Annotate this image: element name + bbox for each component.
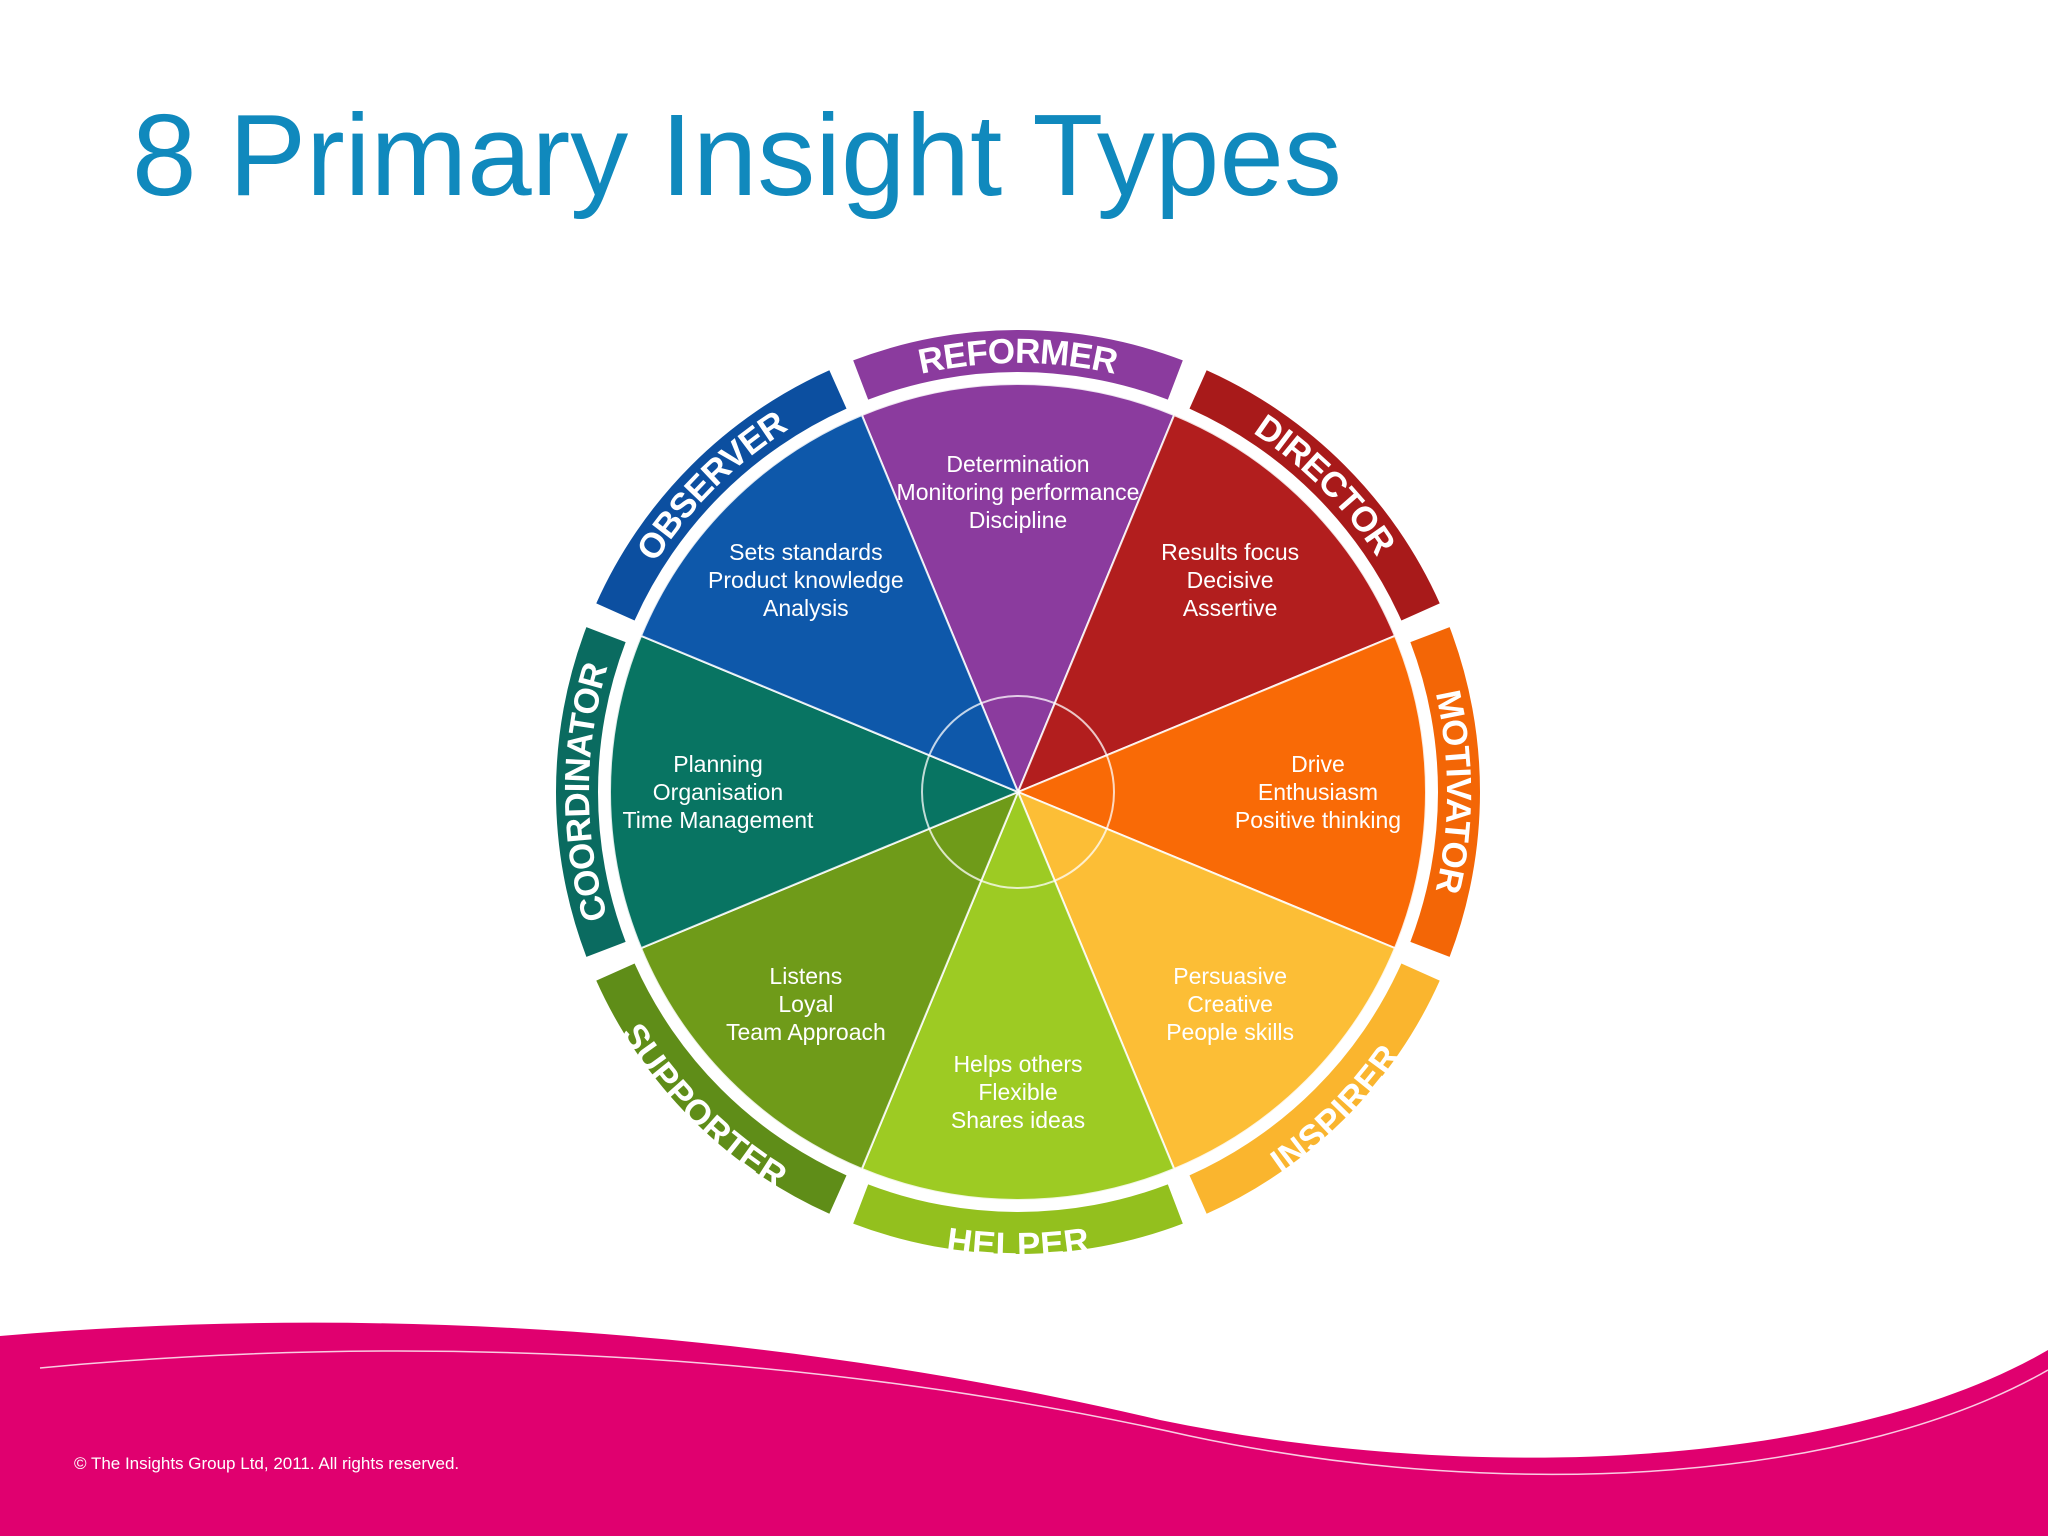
wedge-inspirer	[1016, 790, 1397, 1171]
trait-observer-2: Product knowledge	[708, 567, 904, 593]
trait-supporter-1: Listens	[769, 963, 842, 989]
trait-inspirer-1: Persuasive	[1173, 963, 1287, 989]
slide-title: 8 Primary Insight Types	[132, 90, 1342, 220]
type-label-path-helper: HELPER	[945, 1220, 1092, 1264]
trait-director-3: Assertive	[1183, 595, 1278, 621]
outer-ring	[556, 329, 1480, 1254]
trait-coordinator-2: Organisation	[653, 779, 783, 805]
trait-supporter-3: Team Approach	[726, 1019, 886, 1045]
trait-helper-2: Flexible	[978, 1079, 1057, 1105]
trait-helper-1: Helps others	[953, 1051, 1082, 1077]
type-label-helper: HELPER	[945, 1220, 1092, 1264]
ring-segment-inspirer	[1189, 963, 1440, 1214]
ring-segment-supporter	[596, 963, 847, 1214]
copyright-notice: © The Insights Group Ltd, 2011. All righ…	[74, 1454, 460, 1473]
wedge-motivator	[1015, 634, 1427, 950]
ring-segment-helper	[853, 1184, 1183, 1254]
trait-coordinator-3: Time Management	[623, 807, 815, 833]
ring-segment-observer	[596, 370, 847, 621]
wedge-reformer	[860, 383, 1176, 795]
trait-helper-3: Shares ideas	[951, 1107, 1085, 1133]
wedge-supporter	[639, 790, 1020, 1171]
trait-supporter-2: Loyal	[778, 991, 833, 1017]
trait-motivator-3: Positive thinking	[1235, 807, 1401, 833]
trait-director-2: Decisive	[1187, 567, 1274, 593]
type-label-reformer: REFORMER	[915, 331, 1122, 381]
trait-motivator-2: Enthusiasm	[1258, 779, 1378, 805]
trait-observer-3: Analysis	[763, 595, 849, 621]
trait-reformer-3: Discipline	[969, 507, 1067, 533]
trait-observer-1: Sets standards	[729, 539, 882, 565]
type-label-path-motivator: MOTIVATOR	[1428, 687, 1478, 897]
wedge-director	[1016, 413, 1397, 794]
ring-segment-coordinator	[556, 627, 626, 957]
trait-inspirer-3: People skills	[1166, 1019, 1294, 1045]
trait-reformer-1: Determination	[946, 451, 1089, 477]
trait-motivator-1: Drive	[1291, 751, 1345, 777]
type-label-motivator: MOTIVATOR	[1428, 687, 1478, 897]
ring-segment-motivator	[1410, 627, 1480, 957]
trait-director-1: Results focus	[1161, 539, 1299, 565]
type-label-path-reformer: REFORMER	[915, 331, 1122, 381]
center-circle	[921, 695, 1115, 889]
trait-inspirer-2: Creative	[1187, 991, 1273, 1017]
trait-reformer-2: Monitoring performance	[897, 479, 1140, 505]
wedge-segments	[608, 383, 1427, 1201]
wedge-observer	[639, 413, 1020, 794]
ring-segment-director	[1189, 370, 1440, 621]
ring-segment-reformer	[853, 329, 1183, 400]
wedge-coordinator	[608, 634, 1021, 950]
trait-coordinator-1: Planning	[673, 751, 763, 777]
wedge-helper	[860, 789, 1176, 1201]
